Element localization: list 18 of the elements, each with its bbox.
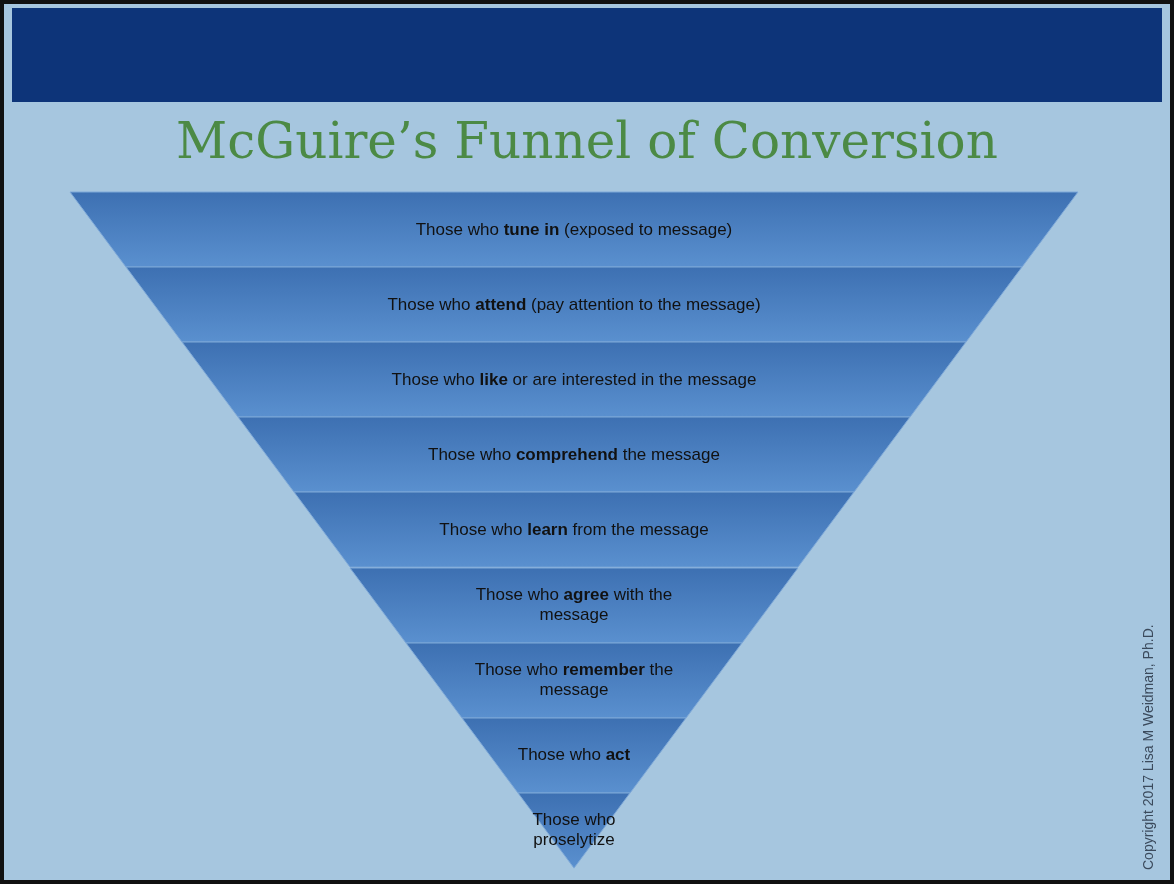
title: McGuire’s Funnel of Conversion: [175, 112, 999, 170]
band-text: Those who learn from the message: [439, 520, 709, 540]
band-text: Those who act: [517, 745, 631, 766]
funnel-band: [406, 642, 742, 718]
funnel-band: [462, 717, 686, 793]
band-text: Those who comprehend the message: [428, 444, 720, 465]
band-text: Those who attend (pay attention to the message): [387, 294, 761, 315]
band-text: Those who remember the message: [473, 660, 675, 701]
band-text: Those who tune in (exposed to message): [415, 219, 733, 240]
funnel-band: [350, 567, 798, 643]
funnel-band: [70, 192, 1078, 268]
band-text: Those who proselytize: [531, 810, 617, 851]
band-text: Those who agree with the message: [474, 585, 674, 626]
funnel-band: [182, 342, 966, 418]
funnel-band: [126, 267, 1022, 343]
funnel-band: [518, 792, 630, 868]
copyright-note: Copyright 2017 Lisa M Weidman, Ph.D.: [1140, 623, 1156, 870]
band-text: Those who like or are interested in the message: [391, 369, 757, 390]
